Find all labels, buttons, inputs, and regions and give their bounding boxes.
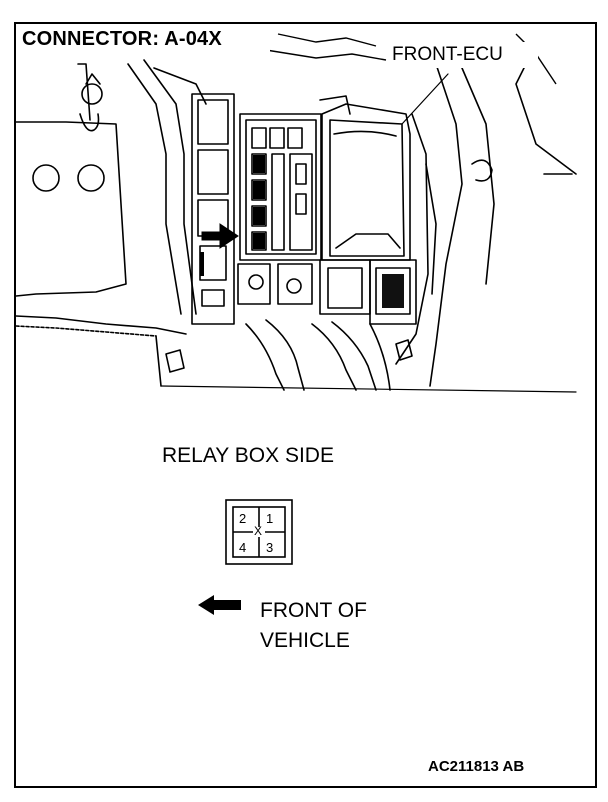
front-of-vehicle-label: FRONT OF VEHICLE (260, 596, 367, 656)
pin-4-label: 4 (239, 540, 247, 555)
center-x-mark: X (254, 524, 263, 538)
figure-code: AC211813 AB (428, 758, 525, 775)
front-ecu-label: FRONT-ECU (392, 44, 503, 65)
vehicle-line: VEHICLE (260, 629, 350, 652)
pin-3-label: 3 (266, 540, 274, 555)
connector-face-diagram: 2 1 X 4 3 (225, 499, 293, 565)
connector-outline (225, 499, 293, 565)
front-direction-arrow-icon (198, 595, 241, 615)
front-of-line: FRONT OF (260, 599, 367, 622)
relay-box-side-label: RELAY BOX SIDE (162, 444, 334, 467)
pin-1-label: 1 (266, 511, 274, 526)
connector-title: CONNECTOR: A-04X (22, 28, 222, 50)
relay-box-illustration (16, 33, 577, 393)
figure-frame (14, 22, 597, 788)
pin-2-label: 2 (239, 511, 247, 526)
location-arrow (201, 223, 239, 249)
